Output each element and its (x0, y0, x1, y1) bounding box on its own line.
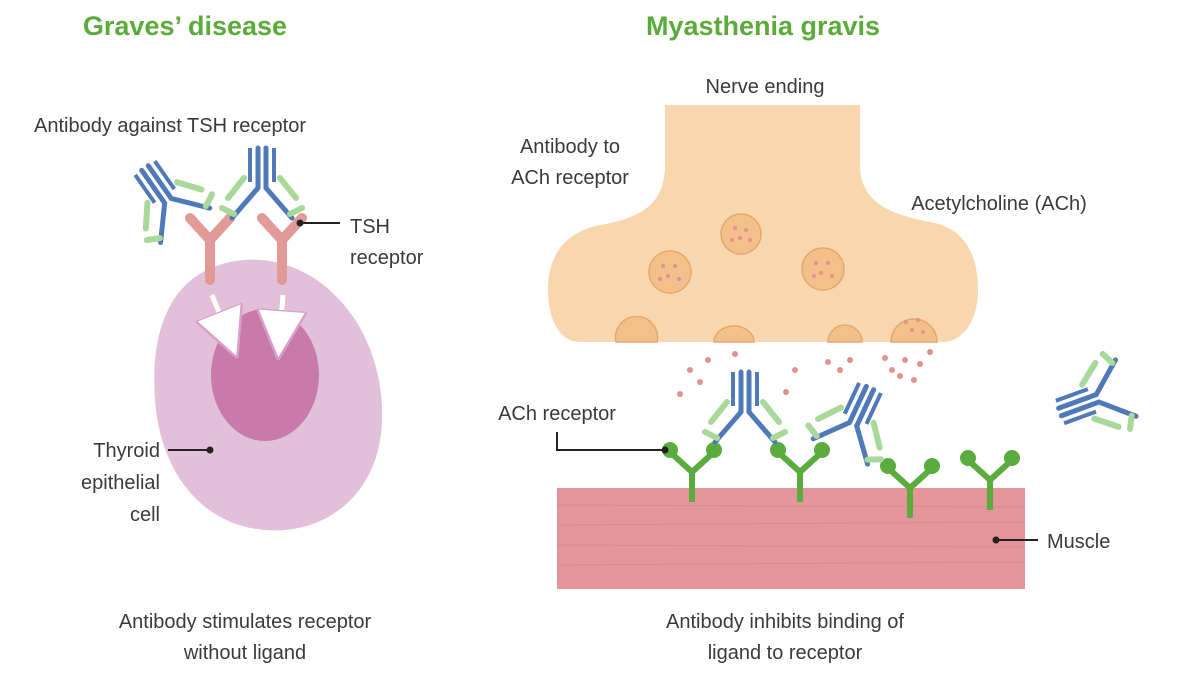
arrow-2 (280, 294, 283, 335)
mg-caption-2: ligand to receptor (708, 642, 863, 664)
cell-label-2: epithelial (81, 472, 160, 494)
antibody-icon (222, 148, 302, 218)
mg-title: Myasthenia gravis (646, 11, 880, 41)
docked-vesicle (614, 315, 659, 343)
ach-molecules (677, 349, 933, 397)
tsh-leader-dot (296, 219, 304, 227)
ach-receptor-leader-dot (661, 446, 669, 454)
vesicle (801, 247, 845, 291)
graves-antibody-label: Antibody against TSH receptor (34, 115, 306, 137)
muscle-label: Muscle (1047, 531, 1110, 553)
cell-leader-dot (206, 446, 214, 454)
cell-label-1: Thyroid (93, 440, 160, 462)
muscle (557, 488, 1025, 589)
antibody-icon (705, 372, 785, 442)
vesicle (648, 250, 692, 294)
cell-label-3: cell (130, 504, 160, 526)
mg-antibody-label-1: Antibody to (520, 136, 620, 158)
antibody-icon (1046, 350, 1139, 449)
ach-receptor-label: ACh receptor (498, 403, 616, 425)
ach-receptor-leader (556, 432, 665, 451)
muscle-striations (556, 504, 1026, 566)
docked-vesicle (890, 318, 938, 343)
nerve-label: Nerve ending (706, 76, 825, 98)
docked-vesicle (827, 324, 863, 343)
muscle-leader-dot (992, 536, 1000, 544)
vesicle (720, 213, 762, 255)
ach-label: Acetylcholine (ACh) (911, 193, 1087, 215)
docked-vesicle (713, 325, 755, 343)
tsh-label-2: receptor (350, 247, 424, 269)
tsh-receptor-1 (185, 213, 235, 285)
tsh-label-1: TSH (350, 216, 390, 238)
arrow-1 (212, 294, 228, 335)
graves-title: Graves’ disease (83, 11, 287, 41)
graves-caption-2: without ligand (183, 642, 306, 664)
mg-caption-1: Antibody inhibits binding of (666, 611, 904, 633)
graves-caption-1: Antibody stimulates receptor (119, 611, 372, 633)
mg-antibody-label-2: ACh receptor (511, 167, 629, 189)
